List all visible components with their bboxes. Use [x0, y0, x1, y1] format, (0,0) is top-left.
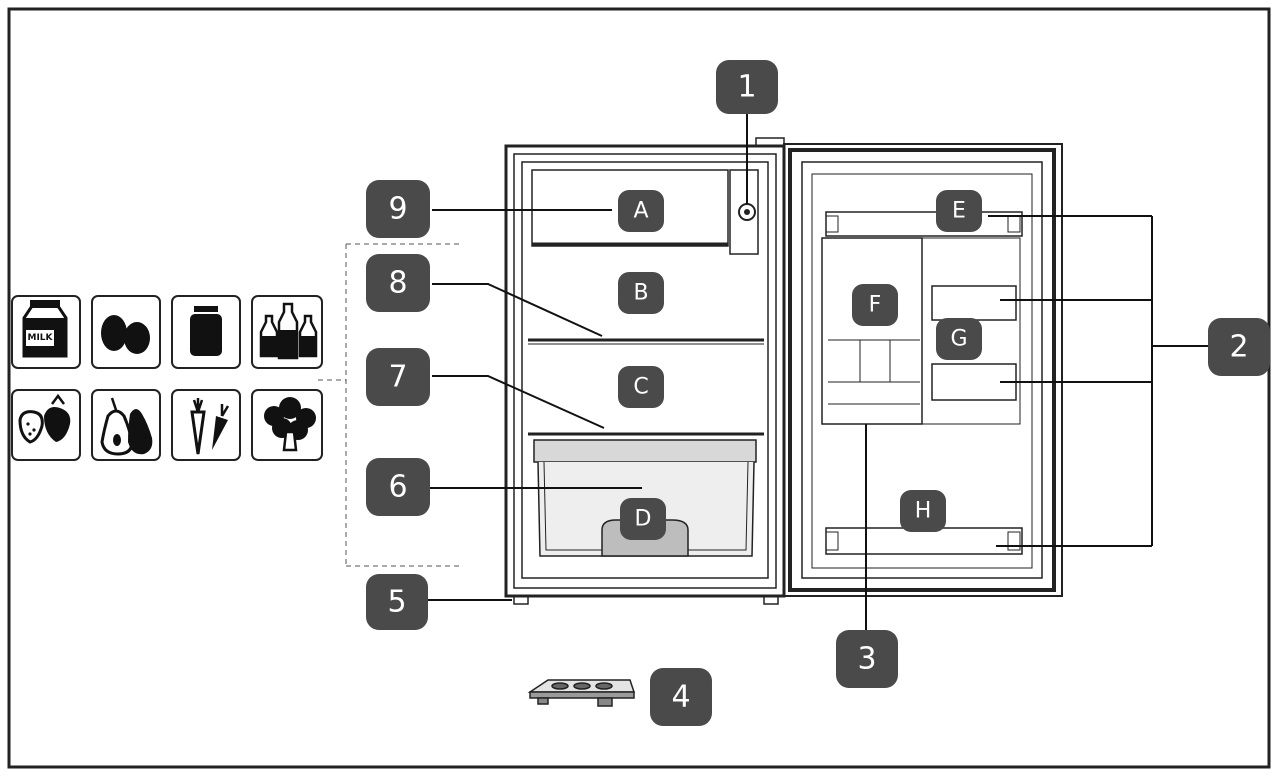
zone-label-g: G [936, 318, 982, 360]
callout-6: 6 [366, 458, 430, 516]
zone-label-d: D [620, 498, 666, 540]
svg-text:E: E [952, 199, 966, 224]
zone-label-f: F [852, 284, 898, 326]
callout-7: 7 [366, 348, 430, 406]
thermostat-knob-icon [738, 203, 756, 221]
outer-frame [7, 7, 1271, 769]
bottles-icon [251, 295, 323, 369]
eggs-icon [91, 295, 161, 369]
callout-3: 3 [836, 630, 898, 688]
callout-9: 9 [366, 180, 430, 238]
callout-1: 1 [716, 60, 778, 114]
svg-text:5: 5 [387, 585, 406, 620]
zone-label-h: H [900, 490, 946, 532]
callout-5: 5 [366, 574, 428, 630]
callout-4: 4 [650, 668, 712, 726]
carrots-icon [171, 389, 241, 461]
leader-lines [428, 110, 1210, 634]
ice-tray-icon [527, 679, 636, 707]
callout-2: 2 [1208, 318, 1270, 376]
svg-text:G: G [950, 327, 967, 352]
svg-text:B: B [633, 281, 648, 306]
svg-text:1: 1 [737, 70, 756, 105]
zone-label-e: E [936, 190, 982, 232]
svg-text:6: 6 [388, 470, 407, 505]
broccoli-icon [251, 389, 323, 461]
svg-text:A: A [633, 199, 648, 224]
pears-icon [91, 389, 161, 461]
svg-text:D: D [635, 507, 652, 532]
callout-8: 8 [366, 254, 430, 312]
svg-text:C: C [633, 375, 648, 400]
jar-icon [171, 295, 241, 369]
zone-label-c: C [618, 366, 664, 408]
fridge-cabinet [504, 137, 786, 605]
svg-text:2: 2 [1229, 330, 1248, 365]
svg-text:H: H [915, 499, 932, 524]
svg-text:4: 4 [671, 680, 690, 715]
strawberries-icon [11, 389, 81, 461]
zone-label-b: B [618, 272, 664, 314]
svg-text:MILK: MILK [27, 333, 53, 343]
svg-text:F: F [869, 293, 882, 318]
svg-text:8: 8 [388, 266, 407, 301]
svg-text:7: 7 [388, 360, 407, 395]
svg-text:9: 9 [388, 192, 407, 227]
zone-label-a: A [618, 190, 664, 232]
fridge-door [783, 143, 1063, 597]
milk-carton-icon: MILK [11, 295, 81, 369]
svg-text:3: 3 [857, 642, 876, 677]
food-zone-bracket [318, 243, 462, 567]
